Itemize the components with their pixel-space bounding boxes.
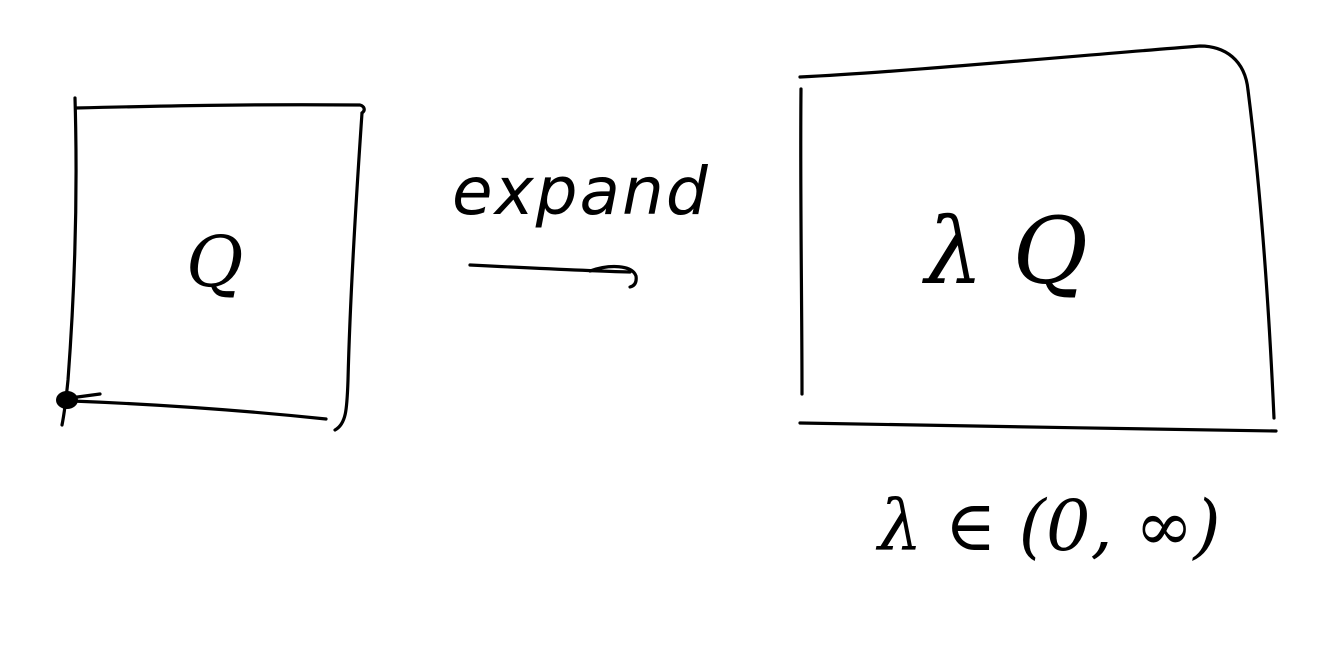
- expand-arrow: [468, 263, 638, 289]
- lambda-domain-note: λ ∈ (0, ∞): [875, 485, 1221, 567]
- origin-dot: [56, 391, 78, 409]
- arrow-shaft: [468, 263, 632, 274]
- right-box-bottom-edge: [798, 421, 1278, 433]
- left-box-bottom-edge: [70, 399, 328, 421]
- right-box: [798, 44, 1278, 433]
- arrow-head: [588, 265, 638, 289]
- left-box-left-edge: [60, 96, 78, 427]
- left-box-right-edge: [333, 111, 364, 432]
- right-box-left-edge: [799, 87, 804, 396]
- left-box: [56, 96, 366, 432]
- right-box-label: λ Q: [921, 198, 1088, 305]
- arrow-label: expand: [452, 153, 710, 230]
- origin-dot-tick: [68, 392, 102, 400]
- left-box-top-edge: [74, 103, 366, 115]
- left-box-label: Q: [186, 221, 243, 303]
- right-box-right-edge: [1246, 88, 1276, 420]
- right-box-top-edge: [798, 44, 1250, 92]
